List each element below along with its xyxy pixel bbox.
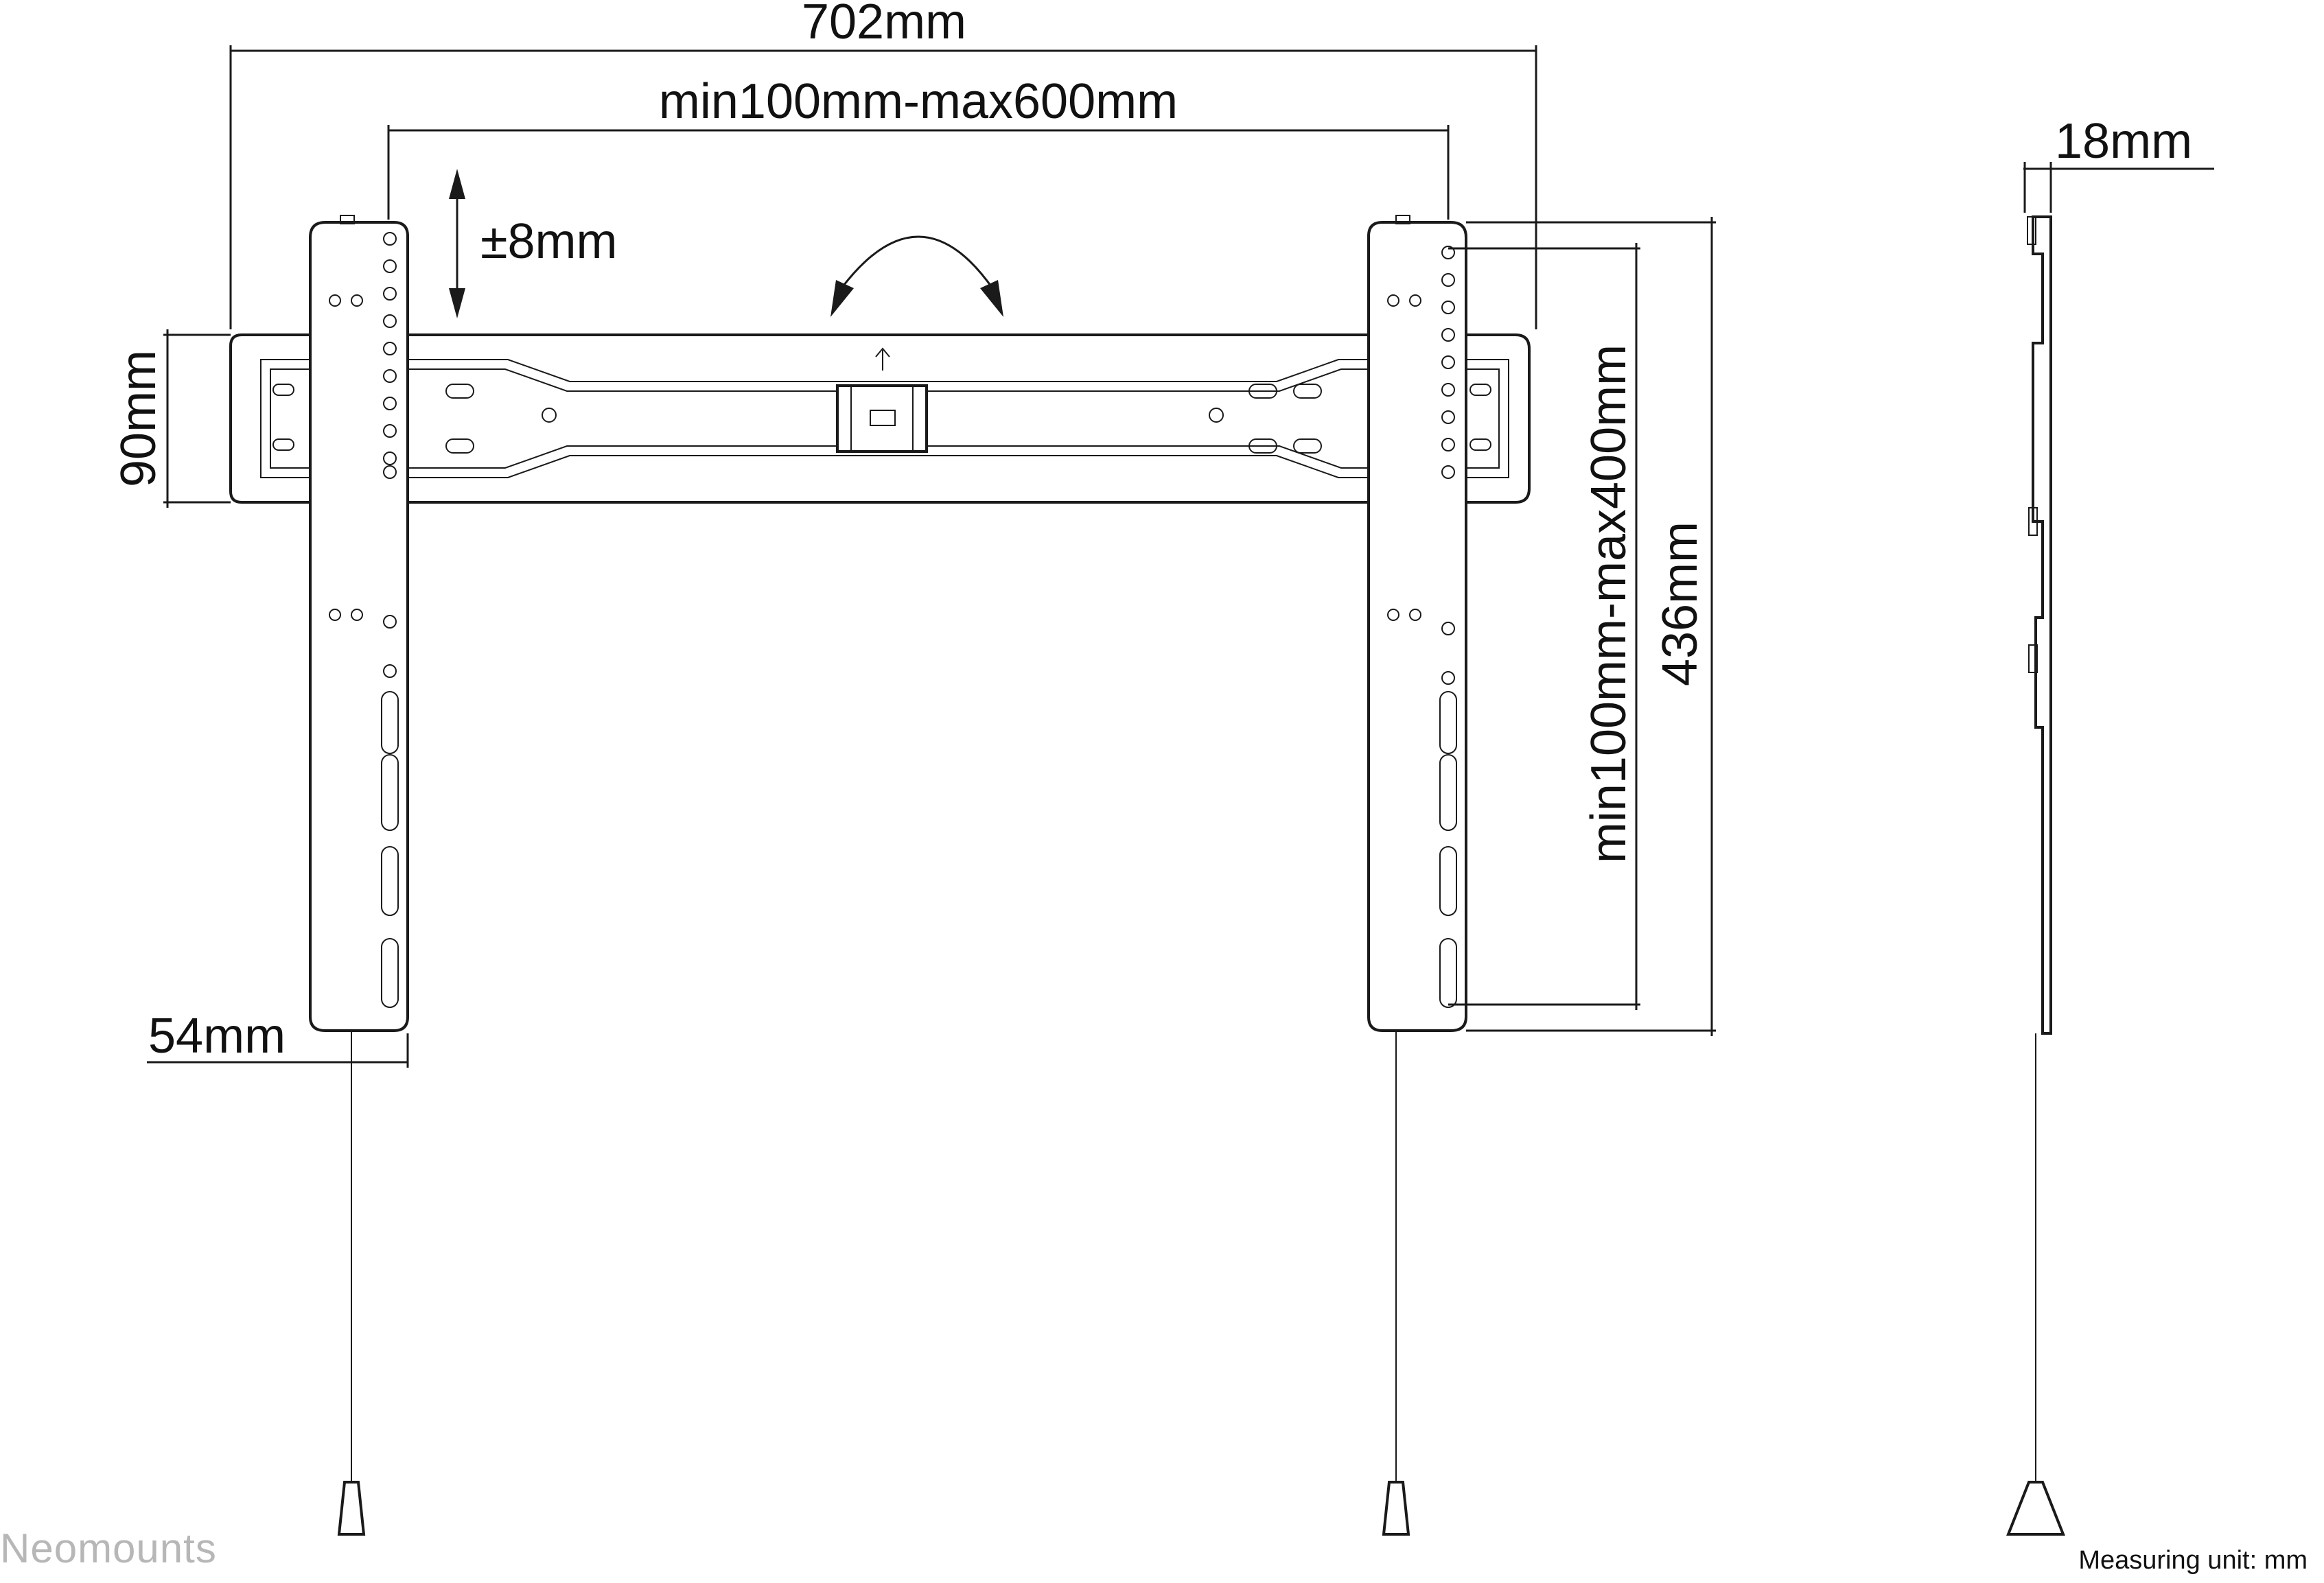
rail-height-label: 90mm	[111, 350, 166, 487]
vesa-horizontal-label: min100mm-max600mm	[659, 74, 1178, 129]
right-arm-holes	[1387, 246, 1457, 1008]
left-arm	[309, 215, 409, 1536]
arm-width-label: 54mm	[148, 1009, 286, 1064]
overall-width-label: 702mm	[802, 0, 966, 49]
wall-rail	[229, 333, 1531, 504]
arm-length-label: 436mm	[1653, 521, 1708, 686]
depth-label: 18mm	[2055, 114, 2192, 169]
dimension-lines	[147, 45, 1716, 1068]
left-arm-holes	[329, 232, 399, 1008]
right-arm	[1367, 215, 1467, 1536]
measuring-unit-note: Measuring unit: mm	[2078, 1546, 2308, 1575]
vesa-vertical-label: min100mm-max400mm	[1581, 344, 1636, 863]
side-view	[2006, 162, 2214, 1536]
vertical-adjust-label: ±8mm	[480, 214, 618, 269]
vertical-adjust-arrow	[449, 169, 465, 318]
tilt-arc-arrow	[830, 235, 1003, 317]
brand-logo-text: Neomounts	[0, 1525, 217, 1571]
